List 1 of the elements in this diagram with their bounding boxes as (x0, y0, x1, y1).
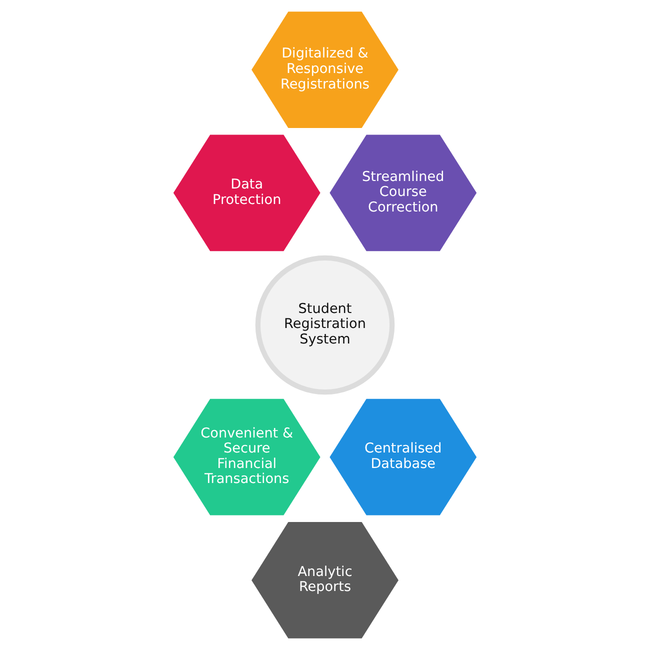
node-circle: Student Registration System (255, 255, 395, 395)
